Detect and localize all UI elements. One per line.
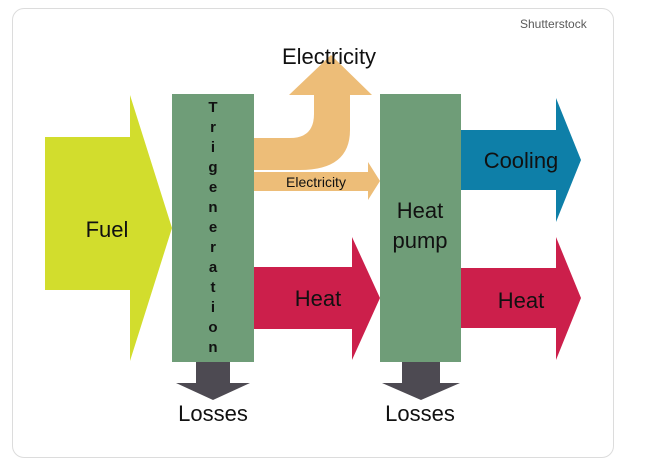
heat-pump-block [380, 94, 461, 362]
heat-out-arrow [461, 237, 581, 360]
trigeneration-letter: r [210, 119, 216, 136]
trigeneration-letter: n [208, 339, 217, 356]
losses-left-label: Losses [178, 401, 248, 426]
losses-right-label: Losses [385, 401, 455, 426]
electricity-curve-arrow [254, 55, 372, 170]
trigeneration-letter: g [208, 159, 217, 176]
watermark: Shutterstock [520, 17, 587, 31]
cooling-label: Cooling [484, 148, 559, 173]
trigeneration-letter: T [208, 99, 217, 116]
fuel-label: Fuel [86, 217, 129, 242]
trigeneration-letter: i [211, 299, 215, 316]
losses-arrow-right [382, 360, 460, 400]
cooling-arrow [461, 98, 581, 222]
electricity-mid-label: Electricity [286, 174, 346, 190]
heat-mid-arrow [254, 237, 380, 360]
losses-arrow-left [176, 360, 250, 400]
trigeneration-letter: e [209, 219, 217, 236]
trigeneration-label: T r i g e n e r a t i o n [208, 99, 217, 356]
trigeneration-letter: t [211, 279, 216, 296]
trigeneration-letter: r [210, 239, 216, 256]
trigeneration-letter: o [208, 319, 217, 336]
trigeneration-block [172, 94, 254, 362]
trigeneration-letter: e [209, 179, 217, 196]
fuel-arrow [45, 95, 172, 361]
heat-out-label: Heat [498, 288, 544, 313]
heat-pump-label-line2: pump [392, 228, 447, 253]
trigeneration-letter: n [208, 199, 217, 216]
heat-pump-label-line1: Heat [397, 198, 443, 223]
electricity-top-label: Electricity [282, 44, 376, 69]
electricity-mid-arrow [254, 162, 380, 200]
heat-mid-label: Heat [295, 286, 341, 311]
trigeneration-letter: a [209, 259, 218, 276]
trigeneration-letter: i [211, 139, 215, 156]
